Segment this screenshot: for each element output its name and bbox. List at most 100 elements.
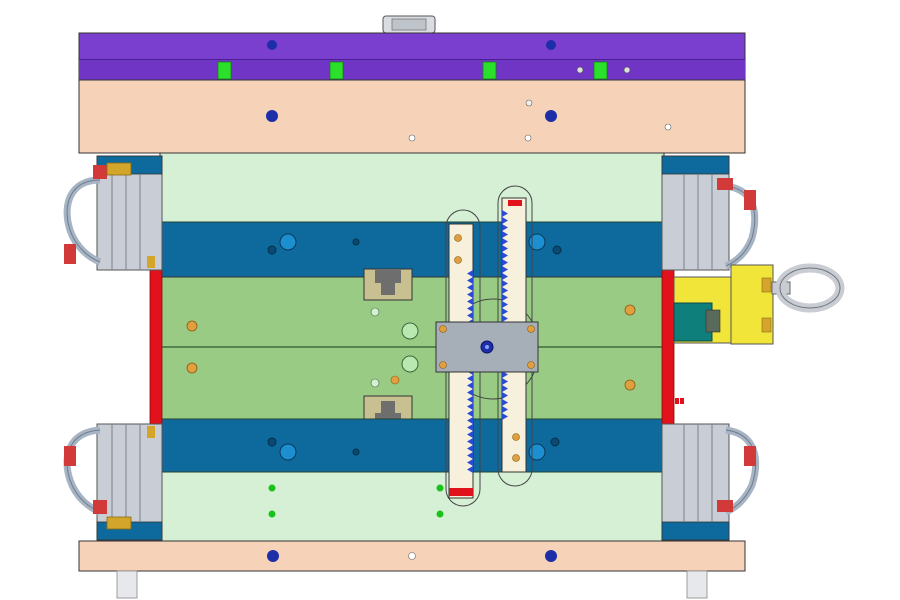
gear-tooth [502, 245, 508, 252]
gear-tooth [467, 459, 473, 466]
gear-tooth [502, 210, 508, 217]
gear-tooth [502, 280, 508, 287]
bolt-hole-icon [624, 304, 636, 316]
bolt-hole-icon [527, 325, 535, 333]
bolt-hole-icon [545, 110, 557, 122]
bolt-hole-icon [408, 134, 416, 142]
hydraulic-cylinder-icon [661, 423, 730, 541]
bolt-hole-icon [527, 361, 535, 369]
gear-tooth [467, 466, 473, 473]
bolt-hole-icon [267, 437, 277, 447]
bolt-hole-icon [528, 443, 546, 461]
gear-tooth [467, 312, 473, 319]
gear-tooth [502, 217, 508, 224]
ejector-pin-markers [268, 484, 444, 518]
guide-block [217, 61, 232, 80]
gear-tooth [467, 417, 473, 424]
left-lock-bar [149, 249, 163, 445]
gear-tooth [502, 371, 508, 378]
gear-tooth [467, 396, 473, 403]
bolt-hole-icon [525, 99, 533, 107]
bolt-hole-icon [267, 40, 277, 50]
bolt-hole-icon [401, 355, 419, 373]
bolt-hole-icon [401, 322, 419, 340]
gear-tooth [467, 424, 473, 431]
gear-tooth [502, 231, 508, 238]
bolt-hole-icon [268, 510, 276, 518]
support-foot [116, 570, 138, 599]
gear-tooth [467, 270, 473, 277]
top-handle [382, 15, 436, 34]
bolt-hole-icon [439, 361, 447, 369]
bolt-hole-icon [279, 443, 297, 461]
gear-tooth [502, 392, 508, 399]
support-foot [686, 570, 708, 599]
right-lower-hose [717, 426, 760, 516]
lower-blue-plate [159, 418, 665, 473]
bolt-hole-icon [436, 510, 444, 518]
bolt-hole-icon [624, 379, 636, 391]
gear-tooth [502, 413, 508, 420]
top-clamp-plate [78, 32, 746, 81]
bolt-hole-icon [512, 433, 520, 441]
bolt-hole-icon [390, 375, 400, 385]
hose-fitting-icon [717, 500, 733, 512]
gear-tooth [467, 305, 473, 312]
gear-tooth [502, 301, 508, 308]
guide-block [593, 61, 608, 80]
gear-tooth [502, 224, 508, 231]
upper-blue-plate [159, 221, 665, 278]
gear-tooth [502, 385, 508, 392]
left-lower-hose [63, 426, 132, 530]
bolt-hole-icon [576, 66, 584, 74]
gear-tooth [467, 410, 473, 417]
gear-tooth [467, 284, 473, 291]
gear-tooth [467, 375, 473, 382]
hose-fitting-icon [64, 244, 76, 264]
gear-tooth [502, 266, 508, 273]
gear-tooth [467, 389, 473, 396]
bolt-hole-icon [370, 378, 380, 388]
gear-tooth [467, 452, 473, 459]
stop-marker [680, 398, 684, 404]
gear-tooth [467, 291, 473, 298]
gear-tooth [502, 294, 508, 301]
eye-bolt-icon [771, 263, 845, 313]
bottom-clamp-plate [78, 540, 746, 572]
gear-tooth [502, 406, 508, 413]
bolt-hole-icon [546, 40, 556, 50]
hose-fitting-icon [744, 190, 756, 210]
bolt-hole-icon [550, 437, 560, 447]
gear-tooth [467, 403, 473, 410]
hose-fitting-icon [106, 516, 132, 530]
gear-tooth [467, 298, 473, 305]
bolt-hole-icon [268, 484, 276, 492]
bolt-hole-icon [267, 245, 277, 255]
bolt-hole-icon [279, 233, 297, 251]
gear-tooth [502, 308, 508, 315]
left-upper-hose [63, 162, 132, 266]
bolt-hole-icon [512, 454, 520, 462]
guide-block [329, 61, 344, 80]
hose-fitting-icon [106, 162, 132, 176]
bolt-hole-icon [267, 550, 279, 562]
gear-tooth [502, 287, 508, 294]
gear-tooth [467, 382, 473, 389]
bolt-hole-icon [454, 234, 462, 242]
bolt-hole-icon [552, 245, 562, 255]
bolt-hole-icon [370, 307, 380, 317]
hose-fitting-icon [93, 165, 107, 179]
gear-tooth [502, 238, 508, 245]
gear-tooth [502, 315, 508, 322]
gear-tooth [502, 273, 508, 280]
bolt-hole-icon [408, 552, 416, 560]
bolt-hole-icon [186, 320, 198, 332]
bolt-hole-icon [623, 66, 631, 74]
right-upper-hose [717, 178, 759, 270]
stop-marker [675, 398, 679, 404]
gear-tooth [467, 277, 473, 284]
bolt-hole-icon [352, 448, 360, 456]
gear-tooth [502, 259, 508, 266]
hose-fitting-icon [717, 178, 733, 190]
